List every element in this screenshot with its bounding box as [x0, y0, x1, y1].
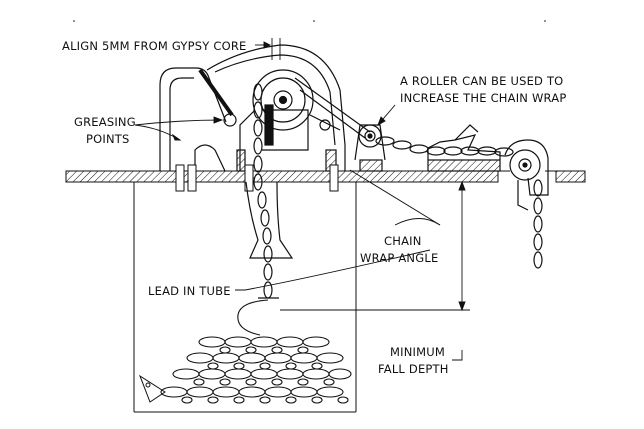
label-fall-2: FALL DEPTH [378, 362, 449, 376]
label-wrap-2: WRAP ANGLE [360, 251, 438, 265]
chain-overboard [533, 179, 543, 269]
label-roller-2: INCREASE THE CHAIN WRAP [400, 91, 566, 105]
corner-marks [73, 20, 546, 22]
bow-roller [504, 139, 549, 211]
chain-stopper [427, 124, 501, 172]
chain-pile [160, 299, 352, 404]
chain-hawse [253, 83, 273, 299]
label-align: ALIGN 5MM FROM GYPSY CORE [62, 39, 247, 53]
deck [65, 170, 586, 183]
label-lead-tube: LEAD IN TUBE [148, 284, 231, 298]
deck-bolts [175, 164, 339, 192]
label-greasing-1: GREASING [74, 115, 136, 129]
chain-over-deck [294, 77, 514, 157]
label-greasing-2: POINTS [86, 132, 130, 146]
label-wrap-1: CHAIN [384, 234, 422, 248]
label-fall-1: MINIMUM [390, 345, 445, 359]
chain-roller [354, 124, 386, 172]
annotation-lines [134, 38, 470, 361]
lead-in-tube [245, 181, 294, 299]
windlass [159, 44, 346, 172]
label-roller-1: A ROLLER CAN BE USED TO [400, 74, 563, 88]
chain-locker [133, 182, 357, 413]
